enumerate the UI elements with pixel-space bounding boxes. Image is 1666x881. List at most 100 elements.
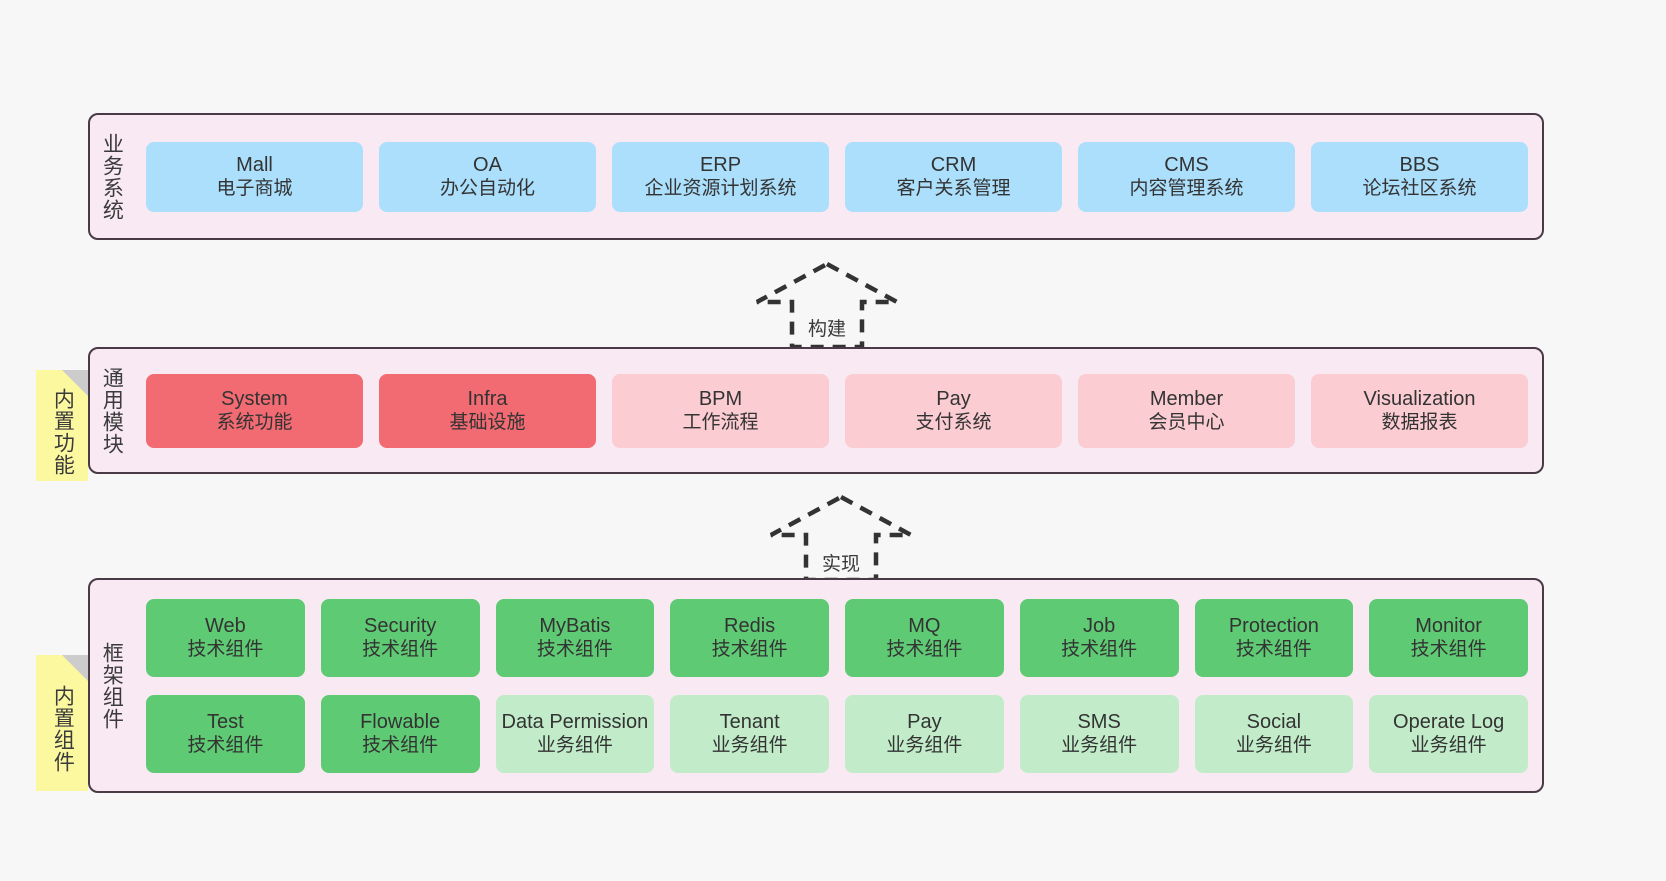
box-title: Data Permission	[501, 710, 649, 733]
box-sms[interactable]: SMS 业务组件	[1019, 694, 1179, 773]
box-bpm[interactable]: BPM 工作流程	[612, 373, 829, 448]
box-subtitle: 技术组件	[886, 639, 963, 661]
box-subtitle: 基础设施	[449, 412, 526, 434]
box-pay-component[interactable]: Pay 业务组件	[845, 694, 1004, 773]
note-builtin-component: 内置组件	[36, 655, 88, 791]
box-mall[interactable]: Mall 电子商城	[146, 141, 363, 212]
box-visualization[interactable]: Visualization 数据报表	[1311, 373, 1528, 448]
layer-business-system: 业务系统 Mall 电子商城 OA 办公自动化 ERP 企业资源计划系统 CRM…	[88, 113, 1544, 240]
arrow-implement: 实现	[766, 492, 916, 582]
note-builtin-function: 内置功能	[36, 370, 88, 481]
box-erp[interactable]: ERP 企业资源计划系统	[612, 141, 829, 212]
box-subtitle: 技术组件	[1061, 639, 1138, 661]
box-title: System	[221, 387, 288, 410]
layer-common-modules: 通用模块 System 系统功能 Infra 基础设施 BPM 工作流程 Pay…	[88, 347, 1544, 474]
arrow-implement-label: 实现	[821, 554, 860, 575]
box-subtitle: 客户关系管理	[896, 178, 1011, 200]
box-subtitle: 业务组件	[1410, 735, 1487, 757]
box-operate-log[interactable]: Operate Log 业务组件	[1369, 694, 1528, 773]
box-subtitle: 技术组件	[187, 639, 264, 661]
box-infra[interactable]: Infra 基础设施	[379, 373, 596, 448]
box-title: Test	[207, 710, 244, 733]
box-subtitle: 技术组件	[362, 639, 439, 661]
box-subtitle: 技术组件	[536, 639, 613, 661]
box-title: Redis	[724, 614, 776, 637]
box-title: MQ	[908, 614, 941, 637]
box-title: Flowable	[360, 710, 441, 733]
box-pay-module[interactable]: Pay 支付系统	[845, 373, 1062, 448]
layer-body-framework-components: Web 技术组件 Security 技术组件 MyBatis 技术组件 Redi…	[132, 580, 1542, 791]
arrow-build: 构建	[752, 259, 902, 349]
box-title: Pay	[907, 710, 942, 733]
box-bbs[interactable]: BBS 论坛社区系统	[1311, 141, 1528, 212]
box-title: Protection	[1228, 614, 1319, 637]
box-data-permission[interactable]: Data Permission 业务组件	[495, 694, 655, 773]
box-title: ERP	[699, 153, 742, 176]
layer-framework-components: 框架组件 Web 技术组件 Security 技术组件 MyBatis 技术组件…	[88, 578, 1544, 793]
row-common-modules: System 系统功能 Infra 基础设施 BPM 工作流程 Pay 支付系统…	[146, 373, 1528, 448]
box-subtitle: 业务组件	[1061, 735, 1138, 757]
box-title: SMS	[1077, 710, 1121, 733]
box-title: Pay	[936, 387, 971, 410]
row-technical-components: Web 技术组件 Security 技术组件 MyBatis 技术组件 Redi…	[146, 598, 1528, 677]
box-title: Security	[364, 614, 437, 637]
box-monitor[interactable]: Monitor 技术组件	[1369, 598, 1528, 677]
box-crm[interactable]: CRM 客户关系管理	[845, 141, 1062, 212]
box-system[interactable]: System 系统功能	[146, 373, 363, 448]
box-subtitle: 工作流程	[682, 412, 759, 434]
box-title: Web	[204, 614, 246, 637]
box-cms[interactable]: CMS 内容管理系统	[1078, 141, 1295, 212]
box-subtitle: 支付系统	[915, 412, 992, 434]
box-subtitle: 会员中心	[1148, 412, 1225, 434]
box-title: Visualization	[1363, 387, 1476, 410]
row-business-components: Test 技术组件 Flowable 技术组件 Data Permission …	[146, 694, 1528, 773]
box-job[interactable]: Job 技术组件	[1019, 598, 1179, 677]
box-flowable[interactable]: Flowable 技术组件	[320, 694, 480, 773]
box-subtitle: 论坛社区系统	[1362, 178, 1477, 200]
box-subtitle: 技术组件	[1235, 639, 1312, 661]
box-social[interactable]: Social 业务组件	[1194, 694, 1354, 773]
box-subtitle: 业务组件	[711, 735, 788, 757]
box-title: CRM	[930, 153, 977, 176]
box-title: CMS	[1164, 153, 1209, 176]
box-title: BBS	[1399, 153, 1440, 176]
layer-body-business-system: Mall 电子商城 OA 办公自动化 ERP 企业资源计划系统 CRM 客户关系…	[132, 115, 1542, 238]
arrow-build-label: 构建	[807, 319, 846, 340]
layer-label-business-system: 业务系统	[100, 132, 124, 221]
box-subtitle: 业务组件	[886, 735, 963, 757]
box-subtitle: 内容管理系统	[1129, 178, 1244, 200]
box-title: BPM	[698, 387, 743, 410]
box-mybatis[interactable]: MyBatis 技术组件	[495, 598, 655, 677]
box-subtitle: 技术组件	[362, 735, 439, 757]
box-title: OA	[473, 153, 502, 176]
layer-body-common-modules: System 系统功能 Infra 基础设施 BPM 工作流程 Pay 支付系统…	[132, 349, 1542, 472]
box-title: Infra	[467, 387, 508, 410]
box-security[interactable]: Security 技术组件	[320, 598, 480, 677]
box-subtitle: 业务组件	[536, 735, 613, 757]
box-subtitle: 技术组件	[187, 735, 264, 757]
row-business-systems: Mall 电子商城 OA 办公自动化 ERP 企业资源计划系统 CRM 客户关系…	[146, 141, 1528, 212]
box-oa[interactable]: OA 办公自动化	[379, 141, 596, 212]
box-subtitle: 企业资源计划系统	[644, 178, 797, 200]
box-subtitle: 业务组件	[1235, 735, 1312, 757]
box-member[interactable]: Member 会员中心	[1078, 373, 1295, 448]
box-title: Social	[1246, 710, 1302, 733]
box-tenant[interactable]: Tenant 业务组件	[670, 694, 829, 773]
box-subtitle: 技术组件	[711, 639, 788, 661]
box-subtitle: 数据报表	[1381, 412, 1458, 434]
layer-label-common-modules: 通用模块	[100, 366, 124, 455]
box-title: MyBatis	[539, 614, 611, 637]
layer-label-framework-components: 框架组件	[100, 641, 124, 730]
note-builtin-function-label: 内置功能	[51, 387, 75, 476]
note-builtin-component-label: 内置组件	[51, 685, 75, 773]
box-protection[interactable]: Protection 技术组件	[1194, 598, 1354, 677]
box-title: Member	[1149, 387, 1224, 410]
box-subtitle: 电子商城	[216, 178, 293, 200]
box-redis[interactable]: Redis 技术组件	[670, 598, 829, 677]
box-subtitle: 办公自动化	[439, 178, 535, 200]
box-title: Mall	[236, 153, 273, 176]
box-title: Operate Log	[1393, 710, 1505, 733]
box-test[interactable]: Test 技术组件	[146, 694, 305, 773]
box-mq[interactable]: MQ 技术组件	[845, 598, 1004, 677]
box-web[interactable]: Web 技术组件	[146, 598, 305, 677]
